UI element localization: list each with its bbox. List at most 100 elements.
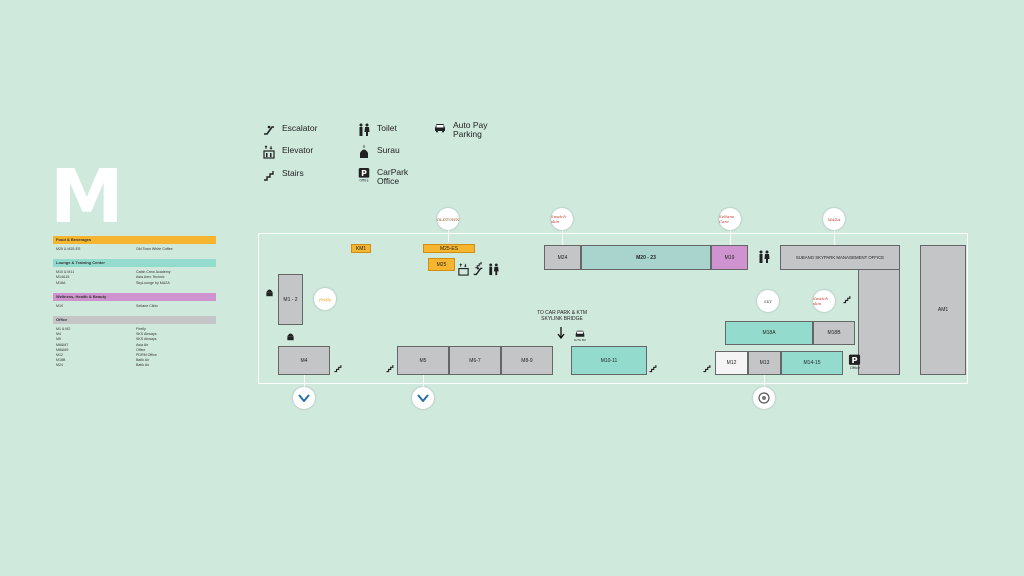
directory-unit: M14&15 xyxy=(56,275,70,280)
svg-text:P: P xyxy=(361,169,367,178)
legend-elevator: Elevator xyxy=(262,145,313,159)
directory-unit: M5 xyxy=(56,337,61,342)
legend-stairs-label: Stairs xyxy=(282,168,304,178)
stairs-map-icon-6 xyxy=(843,296,851,304)
room-m18b[interactable]: M18B xyxy=(813,321,855,345)
svg-text:AUTO PAY: AUTO PAY xyxy=(574,338,586,342)
stairs-map-icon-5 xyxy=(703,365,711,373)
room-m25[interactable]: M25 xyxy=(428,258,455,271)
stairs-map-icon-4 xyxy=(649,365,657,373)
room-m19[interactable]: M19 xyxy=(711,245,748,270)
toilet-map-icon-2 xyxy=(759,250,770,263)
room-m20-23[interactable]: M20 - 23 xyxy=(581,245,711,270)
sks-airways-logo-2[interactable] xyxy=(412,387,434,409)
legend-autopay-label: Auto Pay Parking xyxy=(453,120,488,139)
svg-text:P: P xyxy=(851,355,857,365)
directory-tenant: Cabin Crew Academy xyxy=(136,270,171,275)
legend-stairs: Stairs xyxy=(262,168,304,182)
directory-unit: M12 xyxy=(56,353,63,357)
pin-line xyxy=(834,230,835,245)
surau-map-icon xyxy=(266,289,273,297)
oldtown-logo[interactable]: OLDTOWN xyxy=(437,208,459,230)
floor-outline xyxy=(258,233,968,384)
sks-airways-logo[interactable] xyxy=(293,387,315,409)
room-m6-7[interactable]: M6-7 xyxy=(449,346,501,375)
firefly-logo[interactable]: firefly xyxy=(314,288,336,310)
swatch-skin-logo[interactable]: Swatch skin xyxy=(551,208,573,230)
directory-unit: M8&M9 xyxy=(56,347,69,352)
pin-line xyxy=(764,375,765,387)
room-m4[interactable]: M4 xyxy=(278,346,330,375)
room-m5[interactable]: M5 xyxy=(397,346,449,375)
room-m13[interactable]: M13 xyxy=(748,351,781,375)
carpark-office-map: P Office xyxy=(848,354,861,372)
skylounge-logo[interactable]: SKY xyxy=(757,290,779,312)
directory-tenant: SKS Airways xyxy=(136,337,157,342)
pdrm-logo[interactable] xyxy=(753,387,775,409)
svg-text:Office: Office xyxy=(360,179,369,182)
directory-unit: M1 & M2 xyxy=(56,327,71,331)
escalator-icon xyxy=(264,125,274,135)
toilet-icon xyxy=(359,123,370,136)
autopay-map-icon: AUTO PAY xyxy=(574,330,586,342)
legend-escalator: Escalator xyxy=(262,123,317,137)
legend-surau: Surau xyxy=(357,145,400,159)
directory-unit: M19 xyxy=(56,303,63,308)
directory-tenant: SKS Airways xyxy=(136,332,157,337)
directory-unit: M4 xyxy=(56,332,61,337)
directory-unit: M10 & M11 xyxy=(56,270,75,275)
directory-tenant: Firefly xyxy=(136,327,146,331)
room-km1[interactable]: KM1 xyxy=(351,244,371,253)
autopay-icon xyxy=(435,124,445,133)
legend-carpark-office-label: CarPark Office xyxy=(377,167,409,186)
seltane-logo[interactable]: Seltane Care xyxy=(719,208,741,230)
elevator-map-icon xyxy=(458,263,469,276)
legend-elevator-label: Elevator xyxy=(282,145,314,155)
elevator-icon xyxy=(263,145,275,159)
stairs-icon xyxy=(264,171,274,181)
directory-unit: M25 & M25-ES xyxy=(56,247,81,251)
directory-tenant: Asia Aero Technic xyxy=(136,275,165,280)
directory-section-header: Food & Beverages xyxy=(53,236,216,244)
directory-tenant: Seltane Clinic xyxy=(136,303,158,308)
surau-map-icon-2 xyxy=(287,333,294,341)
arrow-down-icon xyxy=(557,327,565,339)
directory-section-header: Office xyxy=(53,316,216,324)
directory-unit: M18B xyxy=(56,358,66,363)
police-crest-icon xyxy=(758,392,770,404)
directory-tenant: PDRM Office xyxy=(136,353,157,357)
room-m18a[interactable]: M18A xyxy=(725,321,813,345)
carpark-office-map-icon: P xyxy=(848,354,861,365)
legend-autopay: Auto Pay Parking xyxy=(433,121,493,139)
room-am1[interactable]: AM1 xyxy=(920,245,966,375)
maza-logo[interactable]: MAZA xyxy=(823,208,845,230)
room-m1-2[interactable]: M1 - 2 xyxy=(278,274,303,325)
pin-line xyxy=(562,230,563,245)
stairs-map-icon-2 xyxy=(334,365,342,373)
directory-tenant: Old Town White Coffee xyxy=(136,247,173,251)
legend-toilet-label: Toilet xyxy=(377,123,397,133)
legend-escalator-label: Escalator xyxy=(282,123,318,133)
room-m12[interactable]: M12 xyxy=(715,351,748,375)
room-m25-es[interactable]: M25-ES xyxy=(423,244,475,253)
room-m14-15[interactable]: M14-15 xyxy=(781,351,843,375)
directory-section-header: Lounge & Training Center xyxy=(53,259,216,268)
legend-surau-label: Surau xyxy=(377,145,400,155)
room-m10-11[interactable]: M10-11 xyxy=(571,346,647,375)
floor-letter: M xyxy=(50,154,124,240)
room-m8-9[interactable]: M8-9 xyxy=(501,346,553,375)
sks-airways-mark-icon xyxy=(298,394,310,402)
directory-section-header: Wellness, Health & Beauty xyxy=(53,292,216,301)
swatch-skin-logo-2[interactable]: Swatch skin xyxy=(813,290,835,312)
legend-toilet: Toilet xyxy=(357,123,397,137)
surau-icon xyxy=(360,145,368,158)
directory-unit: M6&M7 xyxy=(56,342,69,347)
stairs-map-icon xyxy=(475,261,482,269)
directory-unit: M24 xyxy=(56,363,63,368)
room-m24[interactable]: M24 xyxy=(544,245,581,270)
room-management-office[interactable]: SUBANG SKYPARK MANAGEMENT OFFICE xyxy=(780,245,900,270)
carpark-office-map-label: Office xyxy=(849,365,861,370)
pin-line xyxy=(730,230,731,245)
